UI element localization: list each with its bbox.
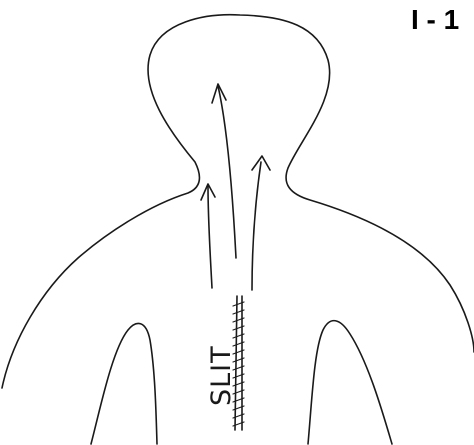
flow-arrows xyxy=(201,84,270,290)
slit-label: SLIT xyxy=(206,345,237,406)
arrow-up-icon xyxy=(208,186,212,288)
arrow-up-icon xyxy=(252,162,261,290)
right-underarm-outline xyxy=(308,321,392,444)
left-underarm-outline xyxy=(91,323,157,444)
body-outline xyxy=(2,15,474,444)
arrow-up-icon xyxy=(218,86,236,258)
figure-id-label: I - 1 xyxy=(411,4,459,35)
torso-outline-icon xyxy=(2,15,474,388)
